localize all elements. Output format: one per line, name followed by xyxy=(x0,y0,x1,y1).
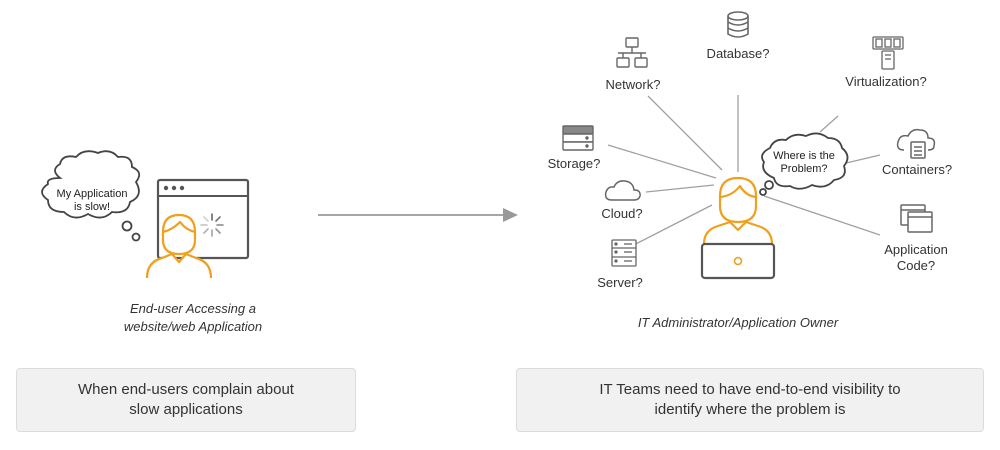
left-summary-box: When end-users complain about slow appli… xyxy=(16,368,356,432)
application-code-label-line-2: Code? xyxy=(896,258,936,273)
application-code-label-line-1: Application xyxy=(884,242,948,257)
right-summary-box: IT Teams need to have end-to-end visibil… xyxy=(516,368,984,432)
right-summary-line-1: IT Teams need to have end-to-end visibil… xyxy=(599,381,901,398)
database-label: Database? xyxy=(706,46,770,61)
right-summary-line-2: identify where the problem is xyxy=(654,401,846,418)
left-thought-text: My Application is slow! xyxy=(57,188,128,214)
admin-person-icon xyxy=(702,176,774,245)
left-summary-line-1: When end-users complain about xyxy=(78,381,294,398)
storage-label: Storage? xyxy=(547,156,601,171)
cloud-label: Cloud? xyxy=(601,206,643,221)
network-icon xyxy=(616,37,648,68)
end-user-caption: End-user Accessing a website/web Applica… xyxy=(124,300,262,336)
loading-spinner-icon xyxy=(200,213,224,237)
it-admin-caption: IT Administrator/Application Owner xyxy=(637,315,839,330)
end-user-person-icon xyxy=(145,213,213,279)
storage-icon xyxy=(562,125,594,151)
virtualization-label: Virtualization? xyxy=(845,74,927,89)
thought-bubble-left xyxy=(41,150,141,242)
left-thought-line-1: My Application xyxy=(56,188,128,200)
laptop-icon xyxy=(700,242,776,280)
end-user-caption-line-1: End-user Accessing a xyxy=(130,301,256,316)
containers-icon xyxy=(896,128,936,159)
right-thought-line-2: Problem? xyxy=(780,163,828,175)
server-label: Server? xyxy=(597,275,643,290)
network-label: Network? xyxy=(605,77,661,92)
virtualization-icon xyxy=(872,36,904,70)
flow-arrow xyxy=(318,208,518,222)
right-thought-line-1: Where is the xyxy=(773,150,835,162)
database-icon xyxy=(727,11,749,38)
application-code-label: Application Code? xyxy=(884,242,948,274)
cloud-icon xyxy=(604,180,641,201)
left-thought-line-2: is slow! xyxy=(73,201,111,213)
application-code-icon xyxy=(900,204,933,233)
right-thought-text: Where is the Problem? xyxy=(773,150,835,176)
thought-bubble-right xyxy=(759,132,849,196)
end-user-caption-line-2: website/web Application xyxy=(123,319,263,334)
containers-label: Containers? xyxy=(881,162,953,177)
connector-lines xyxy=(607,95,881,249)
left-summary-line-2: slow applications xyxy=(129,401,243,418)
server-icon xyxy=(611,239,637,267)
